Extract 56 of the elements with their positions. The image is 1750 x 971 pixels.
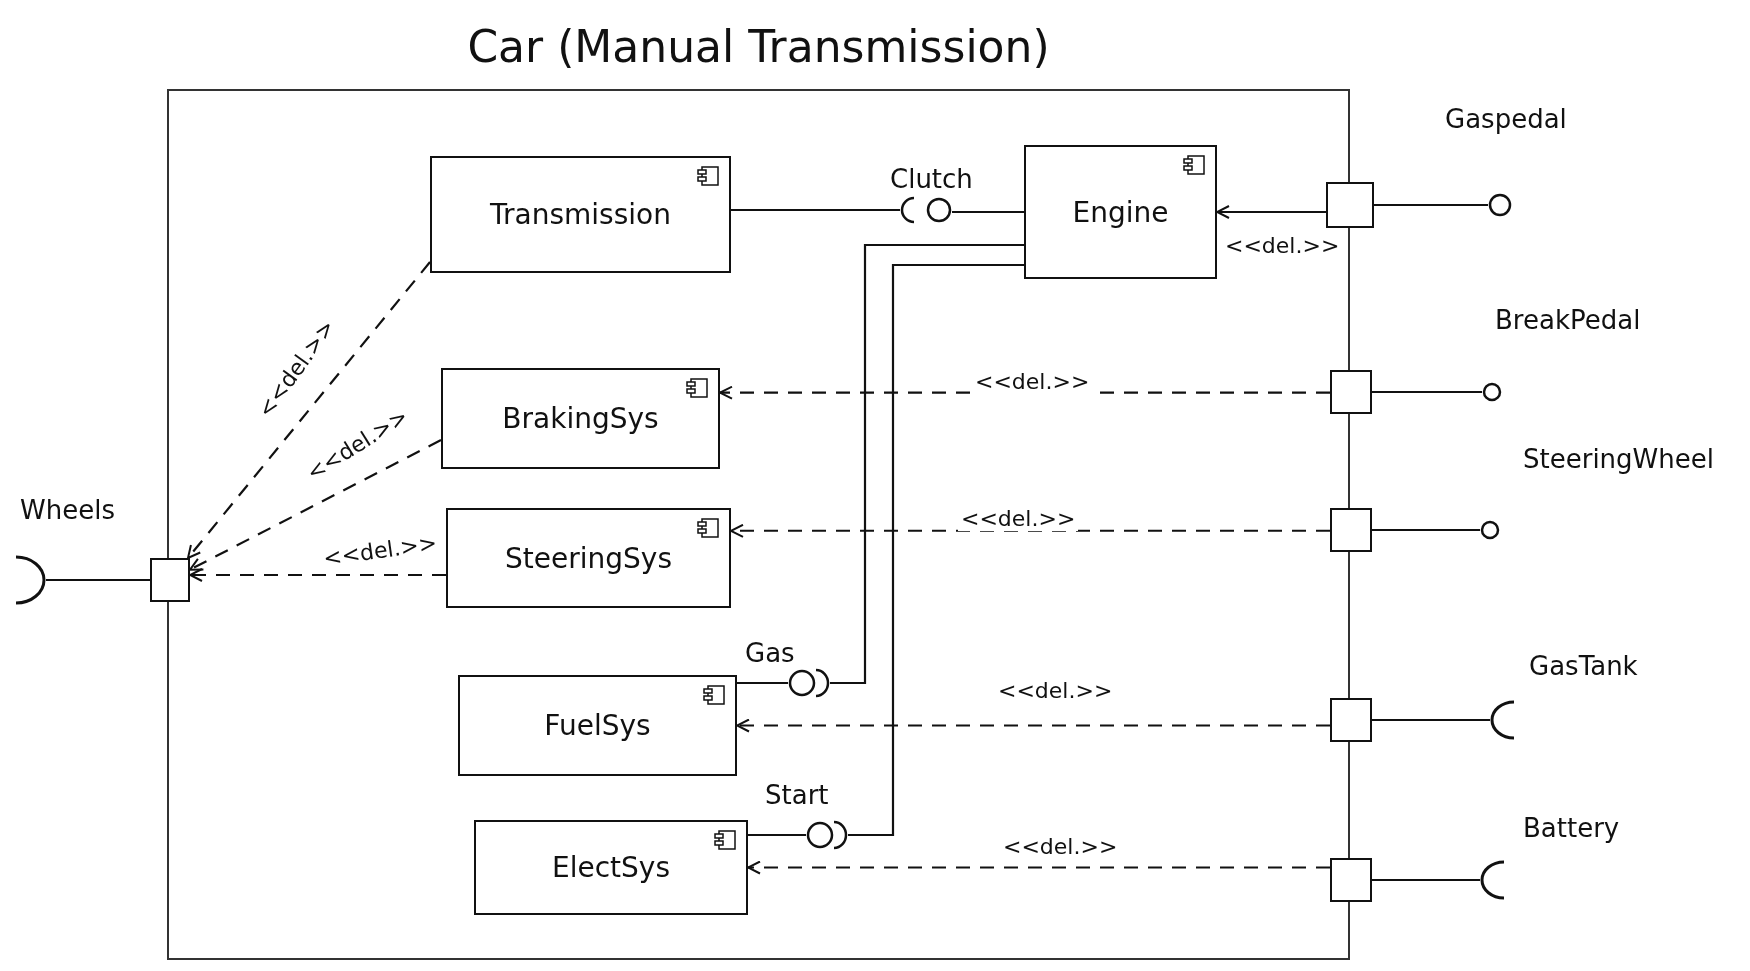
interface-label: Wheels <box>20 495 115 525</box>
component-name: Transmission <box>490 198 671 231</box>
interface-label: BreakPedal <box>1495 305 1641 335</box>
interface-label: GasTank <box>1529 651 1638 681</box>
component-name: Engine <box>1072 195 1169 229</box>
connector-line <box>848 263 1024 837</box>
connector-line <box>830 243 1024 685</box>
interface-label: Battery <box>1523 813 1620 843</box>
port-square <box>1330 370 1372 414</box>
connector-line <box>1372 718 1490 722</box>
socket-interface <box>1490 700 1516 740</box>
connector-line <box>731 208 900 212</box>
interface-label: Clutch <box>890 164 973 194</box>
interface-label: Gaspedal <box>1445 104 1567 134</box>
component-box <box>441 368 720 469</box>
connector-line <box>748 833 806 837</box>
assembly-connector <box>900 196 952 224</box>
dependency-arrow <box>736 718 1330 733</box>
port-square <box>1330 858 1372 902</box>
connector-line <box>1372 528 1480 532</box>
socket-interface <box>14 555 46 605</box>
component-name: BrakingSys <box>502 402 659 435</box>
lollipop-interface <box>1482 382 1502 402</box>
lollipop-interface <box>1488 193 1512 217</box>
component-box <box>458 675 737 776</box>
socket-interface <box>1480 860 1506 900</box>
port-square <box>1326 182 1374 228</box>
port-square <box>1330 508 1372 552</box>
component-title: Car (Manual Transmission) <box>466 21 1051 72</box>
component-name: SteeringSys <box>505 541 672 575</box>
dependency-arrow <box>730 523 1330 538</box>
connector-line <box>1372 878 1480 882</box>
dependency-arrow <box>189 439 442 571</box>
assembly-connector <box>806 820 848 850</box>
component-box <box>1024 145 1217 279</box>
port-square <box>150 558 190 602</box>
component-name: FuelSys <box>544 709 651 742</box>
component-box <box>430 156 731 273</box>
connector-line <box>952 210 1024 214</box>
dependency-arrow <box>189 568 446 582</box>
connector-line <box>737 681 788 685</box>
component-name: ElectSys <box>552 851 670 884</box>
connector-line <box>46 578 150 582</box>
interface-label: Gas <box>745 638 795 668</box>
interface-label: Start <box>765 780 829 810</box>
lollipop-interface <box>1480 520 1500 540</box>
connector-line <box>1374 203 1488 207</box>
component-box <box>474 820 748 915</box>
dependency-arrow <box>187 261 431 559</box>
interface-label: SteeringWheel <box>1523 444 1714 474</box>
assembly-connector <box>788 668 830 698</box>
arrow <box>1216 205 1326 219</box>
port-square <box>1330 698 1372 742</box>
dependency-arrow <box>747 860 1330 875</box>
component-box <box>446 508 731 608</box>
connector-line <box>1372 390 1482 394</box>
